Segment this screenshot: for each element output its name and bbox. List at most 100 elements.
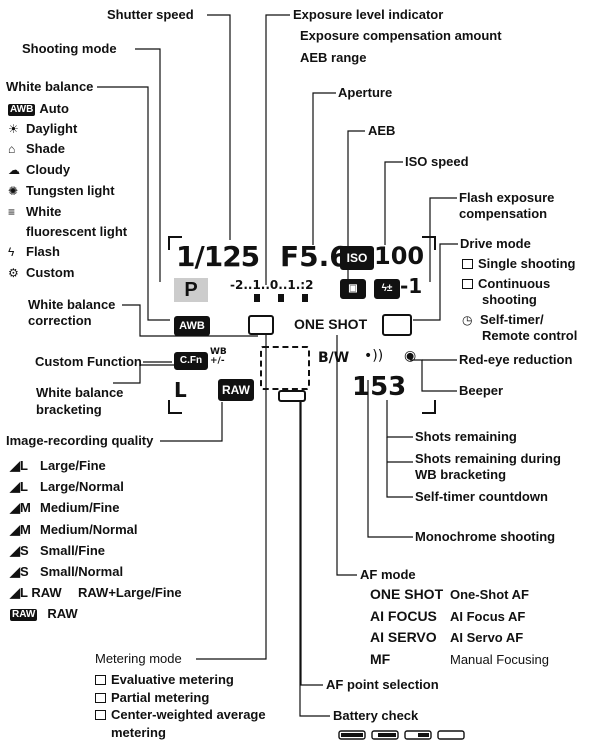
af-mode-label: AF mode	[360, 567, 416, 582]
beeper-label: Beeper	[459, 383, 504, 398]
lcd-wb-plusminus: WB +/-	[210, 347, 227, 366]
quality-icon: ◢L RAW	[10, 585, 62, 601]
wb-item-cloudy: ☁Cloudy	[8, 160, 127, 181]
metering-item-partial: Partial metering	[95, 689, 266, 707]
wb-item-daylight: ☀Daylight	[8, 119, 127, 140]
drive-mode-list: Single shooting Continuous shooting ◷Sel…	[462, 256, 577, 344]
metering-item-center-2: metering	[111, 724, 166, 740]
lcd-drive-icon	[382, 314, 412, 336]
lcd-iso-icon: ISO	[340, 246, 374, 270]
lcd-mode: P	[174, 278, 208, 302]
single-shot-icon	[462, 259, 473, 269]
aeb-label: AEB	[368, 123, 396, 138]
sun-icon: ☀	[8, 121, 19, 136]
awb-icon: AWB	[8, 104, 36, 116]
quality-icon: ◢L	[10, 479, 28, 495]
shots-remaining-wb-label: Shots remaining during	[415, 451, 561, 466]
flash-icon: ϟ	[8, 244, 15, 259]
battery-check-label: Battery check	[333, 708, 419, 723]
drive-item-self-timer: ◷Self-timer/	[462, 312, 544, 327]
lcd-af-mode: ONE SHOT	[294, 316, 368, 332]
battery-icons	[338, 728, 468, 746]
quality-icon: ◢S	[10, 542, 29, 558]
monochrome-label: Monochrome shooting	[415, 529, 556, 544]
evaluative-metering-icon	[95, 675, 106, 685]
drive-item-continuous-2: shooting	[482, 292, 537, 307]
aperture-label: Aperture	[338, 85, 393, 100]
wb-item-fluorescent-2: fluorescent light	[26, 224, 128, 240]
metering-item-evaluative: Evaluative metering	[95, 671, 266, 689]
custom-function-label: Custom Function	[35, 354, 142, 369]
drive-item-self-timer-2: Remote control	[482, 328, 578, 343]
drive-item-single: Single shooting	[462, 256, 577, 272]
center-weighted-icon	[95, 710, 106, 720]
lcd-exposure-scale: -2..1..0..1.:2	[230, 278, 314, 292]
shots-remaining-wb-label-2: WB bracketing	[415, 467, 507, 482]
flash-comp-icon: ϟ±	[374, 279, 400, 299]
flash-exposure-comp-label: Flash exposure	[459, 190, 555, 205]
shots-remaining-label: Shots remaining	[415, 429, 517, 444]
image-quality-label: Image-recording quality	[6, 433, 154, 448]
quality-icon: ◢M	[10, 521, 31, 537]
lcd-af-point	[260, 346, 310, 390]
raw-icon: RAW	[10, 609, 38, 622]
af-point-label: AF point selection	[326, 677, 439, 692]
lcd-awb: AWB	[174, 316, 210, 336]
aeb-range-label: AEB range	[300, 50, 367, 65]
lcd-beeper-icon: •))	[364, 348, 384, 364]
shutter-speed-label: Shutter speed	[107, 7, 194, 22]
drive-mode-label: Drive mode	[460, 236, 531, 251]
flash-exposure-comp-label-2: compensation	[459, 206, 548, 221]
fluorescent-icon: ≡	[8, 204, 16, 219]
house-shade-icon: ⌂	[8, 142, 16, 157]
lcd-shutter-speed: 1/125	[176, 240, 260, 273]
wb-correction-label-2: correction	[28, 313, 92, 328]
lcd-red-eye-icon: ◉	[404, 348, 417, 364]
metering-list: Evaluative metering Partial metering Cen…	[95, 671, 266, 741]
lcd-metering-icon	[248, 315, 274, 335]
exposure-comp-amount-label: Exposure compensation amount	[300, 28, 502, 43]
lcd-quality-l: L	[174, 378, 187, 402]
wb-correction-label: White balance	[28, 297, 116, 312]
lcd-battery	[278, 390, 306, 402]
self-timer-countdown-label: Self-timer countdown	[415, 489, 548, 504]
wb-item-shade: ⌂Shade	[8, 139, 127, 160]
quality-icon: ◢M	[10, 500, 31, 516]
iso-speed-label: ISO speed	[405, 154, 469, 169]
bulb-icon: ✺	[8, 183, 19, 198]
battery-icon	[338, 730, 465, 740]
wb-bracketing-label-2: bracketing	[36, 402, 102, 417]
wb-bracketing-label: White balance	[36, 385, 124, 400]
lcd-cfn: C.Fn	[174, 352, 208, 370]
aeb-icon: ▣	[340, 279, 366, 299]
quality-icon: ◢S	[10, 564, 29, 580]
self-timer-icon: ◷	[462, 313, 473, 327]
shooting-mode-label: Shooting mode	[22, 41, 117, 56]
red-eye-label: Red-eye reduction	[459, 352, 573, 367]
metering-item-center: Center-weighted average	[95, 706, 266, 724]
exposure-level-indicator-label: Exposure level indicator	[293, 7, 444, 22]
drive-item-continuous: Continuous	[462, 276, 577, 292]
lcd-aperture: F5.6	[280, 240, 349, 273]
lcd-bw: B/W	[318, 350, 350, 366]
lcd-panel: 1/125 F5.6 ISO 100 P -2..1..0..1.:2 ▣ ϟ±…	[168, 236, 436, 414]
lcd-raw: RAW	[218, 379, 254, 401]
lcd-flash-comp: -1	[400, 274, 423, 298]
wb-item-tungsten: ✺Tungsten light	[8, 181, 127, 202]
lcd-shots-remaining: 153	[352, 372, 407, 402]
cloud-icon: ☁	[8, 163, 20, 178]
